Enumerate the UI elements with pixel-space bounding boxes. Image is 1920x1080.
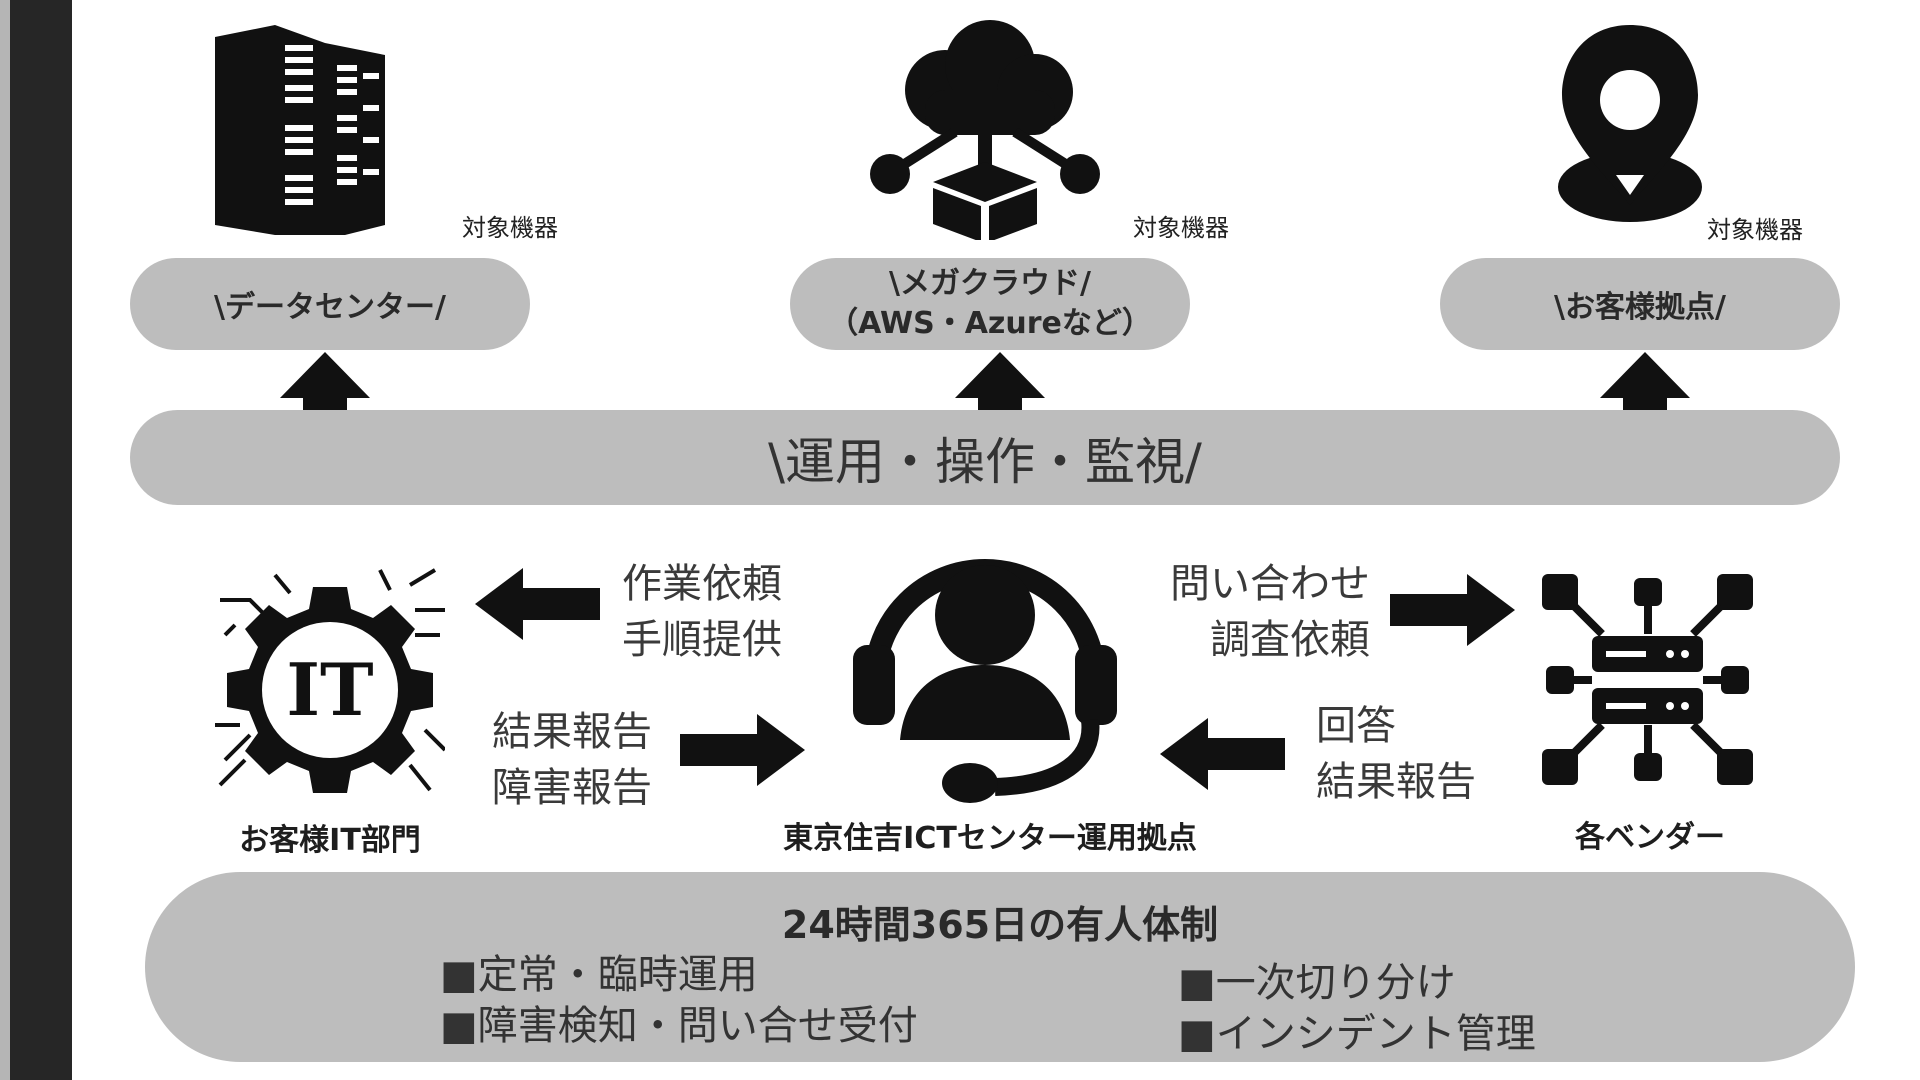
operator-headset-icon [853,559,1117,803]
arrow-left-icon [1160,718,1285,790]
customer-site-caption: 対象機器 [1707,216,1803,244]
support-title: 24時間365日の有人体制 [781,903,1219,947]
answer-line1: 回答 [1316,703,1396,749]
support-item-left-2: ■障害検知・問い合せ受付 [440,1003,918,1049]
datacenter-pill-label: \データセンター/ [214,290,446,325]
it-icon-text: IT [286,647,373,732]
customer-it-label: お客様IT部門 [239,823,421,858]
cloud-caption: 対象機器 [1133,214,1229,242]
arrow-left-icon [475,568,600,640]
support-band: 24時間365日の有人体制 [145,872,1855,1062]
cloud-network-icon [870,20,1100,240]
vendor-network-icon [1542,574,1753,785]
it-gear-icon: IT [215,568,445,793]
center-label: 東京住吉ICTセンター運用拠点 [783,821,1197,856]
inquiry-line2: 調査依頼 [1210,617,1370,663]
answer-line2: 結果報告 [1316,759,1476,805]
arrow-right-icon [1390,574,1515,646]
inquiry-line1: 問い合わせ [1170,561,1370,607]
operations-band-label: \運用・操作・監視/ [768,432,1202,491]
support-item-right-2: ■インシデント管理 [1178,1011,1536,1057]
left-sidebar-bar [0,0,72,1080]
cloud-pill-line2: （AWS・Azureなど） [828,306,1152,341]
cloud-pill-line1: \メガクラウド/ [889,266,1091,301]
server-rack-icon [215,25,385,235]
arrow-right-icon [680,714,805,786]
vendors-label: 各ベンダー [1575,820,1725,855]
datacenter-caption: 対象機器 [462,214,558,242]
support-item-right-1: ■一次切り分け [1178,960,1456,1006]
request-line1: 作業依頼 [622,561,782,607]
support-item-left-1: ■定常・臨時運用 [440,952,758,998]
arrow-up-icon [280,352,370,448]
customer-site-pill: \お客様拠点/ [1440,258,1840,350]
arrow-up-icon [955,352,1045,448]
request-line2: 手順提供 [622,617,782,663]
arrow-up-icon [1600,352,1690,448]
report-line2: 障害報告 [492,765,652,811]
datacenter-pill: \データセンター/ [130,258,530,350]
cloud-pill: \メガクラウド/ （AWS・Azureなど） [790,258,1190,350]
left-sidebar-edge [0,0,10,1080]
report-line1: 結果報告 [492,709,652,755]
location-pin-icon [1558,25,1702,222]
operations-band: \運用・操作・監視/ [130,410,1840,505]
customer-site-pill-label: \お客様拠点/ [1554,290,1726,325]
